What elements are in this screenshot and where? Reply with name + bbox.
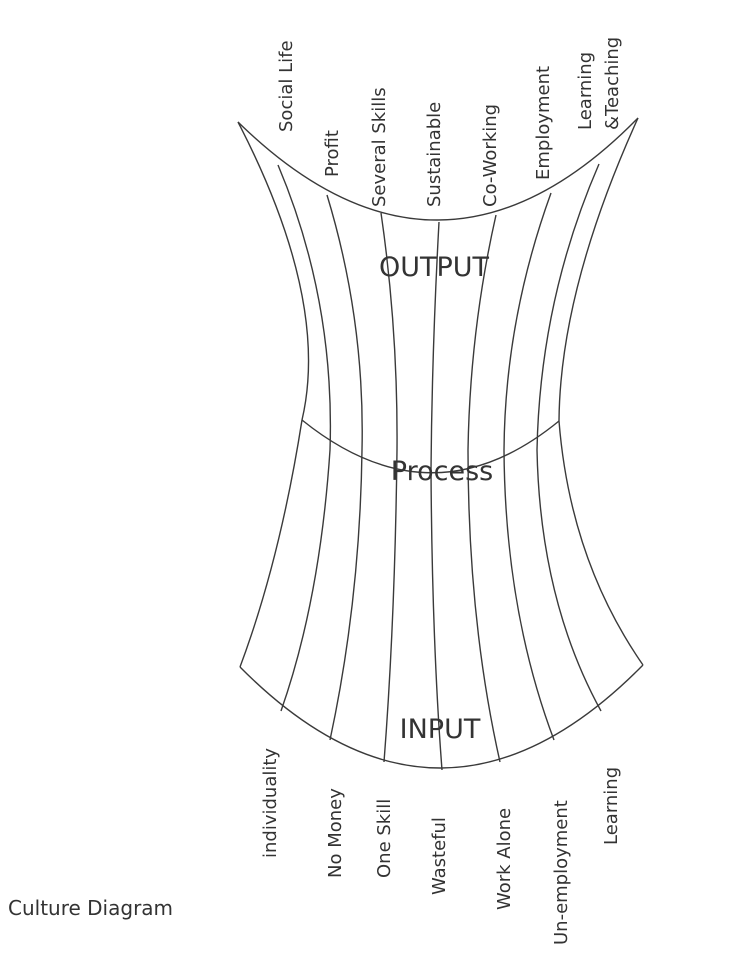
output-label: Profit: [322, 130, 343, 177]
output-label: Co-Working: [480, 104, 501, 207]
flow-line-left-outer: [237, 121, 310, 668]
input-label: Un-employment: [551, 800, 572, 945]
input-title: INPUT: [400, 714, 481, 745]
output-label: &Teaching: [602, 37, 623, 130]
flow-line: [536, 163, 602, 712]
flow-line: [326, 194, 363, 741]
flow-line: [503, 192, 555, 741]
process-title: Process: [391, 456, 493, 487]
flow-line: [467, 214, 501, 763]
output-label: Sustainable: [424, 102, 445, 207]
diagram-caption: Culture Diagram: [8, 896, 174, 920]
input-label: No Money: [325, 788, 346, 878]
output-label: Social Life: [276, 40, 297, 132]
flow-line: [430, 221, 443, 771]
input-label: Learning: [601, 767, 622, 845]
output-title: OUTPUT: [379, 252, 490, 283]
output-label: Several Skills: [369, 87, 390, 207]
output-label: Learning: [575, 52, 596, 130]
input-label: Work Alone: [494, 808, 515, 910]
flow-line: [277, 164, 332, 712]
flow-line-right-outer: [558, 117, 644, 666]
flow-line: [380, 212, 398, 763]
input-label: One Skill: [374, 799, 395, 878]
input-label: Wasteful: [429, 817, 450, 895]
output-arc: [237, 117, 639, 221]
input-label: individuality: [260, 748, 281, 858]
output-label: Employment: [533, 66, 554, 180]
